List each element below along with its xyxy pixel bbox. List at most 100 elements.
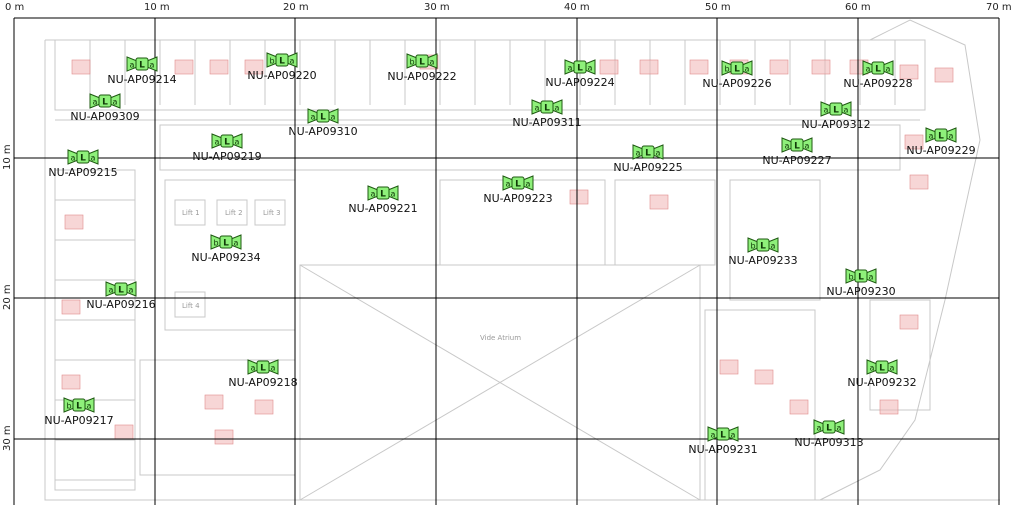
svg-text:a: a [391,190,396,199]
y-axis-label-20: 20 m [2,284,13,310]
svg-text:a: a [656,149,661,158]
svg-text:b: b [750,242,755,251]
svg-text:a: a [886,65,891,74]
svg-text:a: a [311,113,316,122]
svg-text:a: a [949,132,954,141]
svg-text:a: a [555,104,560,113]
x-axis-label-70: 70 m [986,2,1012,13]
svg-text:a: a [129,286,134,295]
plan-label: Vide Atrium [480,334,521,342]
svg-text:a: a [588,64,593,73]
access-point-name: NU-AP09309 [70,110,140,123]
access-point-name: NU-AP09224 [545,76,615,89]
svg-text:a: a [745,65,750,74]
x-axis-label-10: 10 m [144,2,170,13]
access-point-name: NU-AP09215 [48,166,118,179]
svg-text:L: L [760,242,766,252]
svg-text:L: L [858,273,864,283]
access-point-name: NU-AP09218 [228,376,298,389]
access-point-name: NU-AP09310 [288,125,358,138]
svg-text:a: a [271,364,276,373]
svg-text:L: L [645,149,651,159]
access-point-name: NU-AP09226 [702,77,772,90]
svg-text:a: a [234,239,239,248]
access-point-name: NU-AP09232 [847,376,917,389]
svg-text:a: a [785,142,790,151]
svg-text:a: a [844,106,849,115]
svg-text:b: b [724,65,729,74]
svg-text:a: a [87,402,92,411]
svg-text:a: a [837,424,842,433]
svg-text:a: a [711,431,716,440]
x-axis-label-0: 0 m [5,2,25,13]
svg-text:L: L [76,402,82,412]
access-point-name: NU-AP09219 [192,150,262,163]
svg-text:L: L [720,431,726,441]
access-point-name: NU-AP09230 [826,285,896,298]
floorplan-walls [44,19,1000,501]
plan-label: Lift 4 [182,302,200,310]
svg-text:L: L [875,65,881,75]
svg-text:a: a [113,98,118,107]
svg-text:L: L [826,424,832,434]
svg-text:L: L [833,106,839,116]
svg-text:L: L [794,142,800,152]
access-point-name: NU-AP09311 [512,116,582,129]
svg-text:a: a [817,424,822,433]
access-point-name: NU-AP09217 [44,414,114,427]
